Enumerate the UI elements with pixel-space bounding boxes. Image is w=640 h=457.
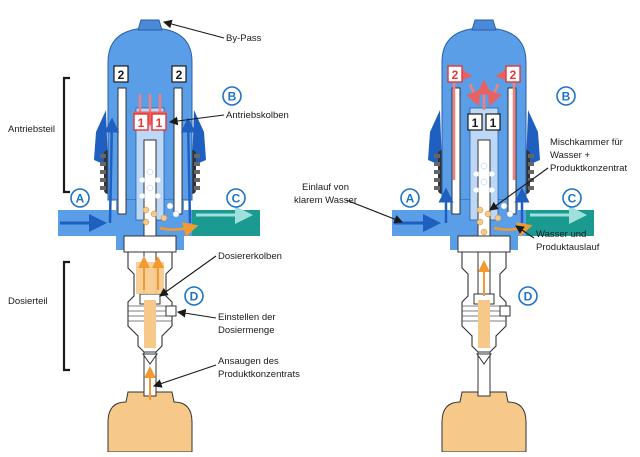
label-mischkammer-3: Produktkonzentrat	[550, 163, 627, 174]
label-einlauf-2: klarem Wasser	[294, 195, 357, 206]
r-box-2-right	[505, 65, 521, 83]
r-box-1-right	[485, 113, 501, 131]
r-marker-a-circle	[400, 188, 420, 208]
r-box-1-left	[467, 113, 483, 131]
marker-d-circle	[184, 286, 204, 306]
label-mischkammer-2: Wasser +	[550, 150, 590, 161]
r-box-1-left-label: 1	[472, 116, 479, 130]
marker-b: B	[228, 90, 237, 104]
label-auslauf-1: Wasser und	[536, 229, 586, 240]
marker-d: D	[190, 290, 199, 304]
marker-c: C	[232, 192, 241, 206]
marker-b-circle	[222, 86, 242, 106]
box-2-left-label: 2	[118, 68, 125, 82]
label-antriebskolben: Antriebskolben	[226, 110, 289, 121]
r-box-2-left	[447, 65, 463, 83]
r-marker-b: B	[562, 90, 571, 104]
r-marker-d: D	[524, 290, 533, 304]
box-2-right-label: 2	[176, 68, 183, 82]
right-pump: 2 2 1 1 A B C D Einlauf von klarem Wasse…	[294, 19, 627, 453]
label-einstellen-2: Dosiermenge	[218, 325, 275, 336]
marker-a-circle	[70, 188, 90, 208]
r-marker-c: C	[568, 192, 577, 206]
bracket-antriebsteil	[62, 76, 70, 194]
label-einlauf-1: Einlauf von	[302, 182, 349, 193]
box-2-left	[113, 65, 129, 83]
r-marker-b-circle	[556, 86, 576, 106]
label-einstellen-1: Einstellen der	[218, 312, 276, 323]
box-1-right	[151, 113, 167, 131]
left-pump: 2 2 1 1 A B C D By-Pass Antriebskolben D…	[8, 19, 300, 453]
box-1-left	[133, 113, 149, 131]
box-2-right	[171, 65, 187, 83]
label-dosierteil: Dosierteil	[8, 296, 48, 307]
label-mischkammer-1: Mischkammer für	[550, 137, 623, 148]
box-1-right-label: 1	[156, 116, 163, 130]
r-marker-d-circle	[518, 286, 538, 306]
label-ansaugen-1: Ansaugen des	[218, 356, 279, 367]
r-box-1-right-label: 1	[490, 116, 497, 130]
r-marker-c-circle	[562, 188, 582, 208]
bracket-dosierteil	[62, 260, 70, 372]
label-dosiererkolben: Dosiererkolben	[218, 251, 282, 262]
r-marker-a: A	[406, 192, 415, 206]
marker-a: A	[76, 192, 85, 206]
r-box-2-right-label: 2	[510, 68, 517, 82]
label-ansaugen-2: Produktkonzentrats	[218, 369, 300, 380]
label-bypass: By-Pass	[226, 33, 262, 44]
label-auslauf-2: Produktauslauf	[536, 242, 600, 253]
r-box-2-left-label: 2	[452, 68, 459, 82]
label-antriebsteil: Antriebsteil	[8, 124, 55, 135]
box-1-left-label: 1	[138, 116, 145, 130]
marker-c-circle	[226, 188, 246, 208]
